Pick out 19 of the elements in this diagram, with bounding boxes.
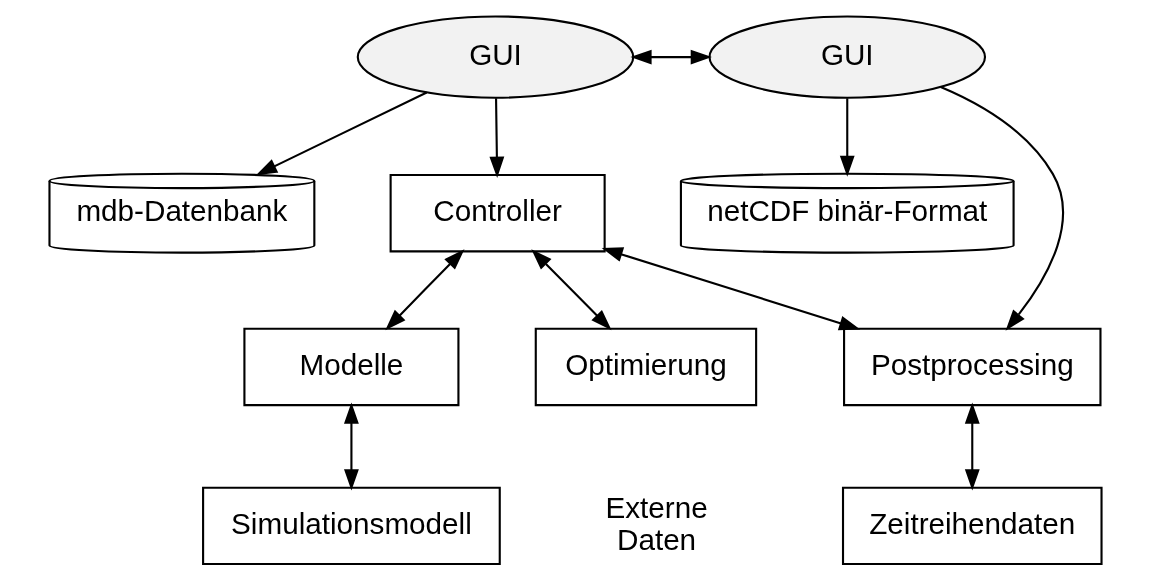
arrow <box>940 86 1065 331</box>
node-ellipse: GUI <box>708 15 987 99</box>
arrow <box>601 247 861 331</box>
node-box: Postprocessing <box>843 327 1102 407</box>
arrow <box>531 249 612 331</box>
node-box: Zeitreihendaten <box>841 486 1103 566</box>
node-box: Modelle <box>243 327 460 407</box>
arrow <box>630 49 712 65</box>
node-box: Simulationsmodell <box>202 486 501 566</box>
arrow <box>964 402 980 491</box>
arrow <box>489 98 505 178</box>
node-ellipse: GUI <box>356 15 635 99</box>
arrow <box>839 98 855 177</box>
arrow <box>385 249 465 331</box>
arrow <box>255 91 428 176</box>
node-box: Controller <box>389 174 606 253</box>
arrow <box>344 402 359 491</box>
label: Externe Daten <box>605 490 708 556</box>
node-box: Optimierung <box>534 327 758 407</box>
